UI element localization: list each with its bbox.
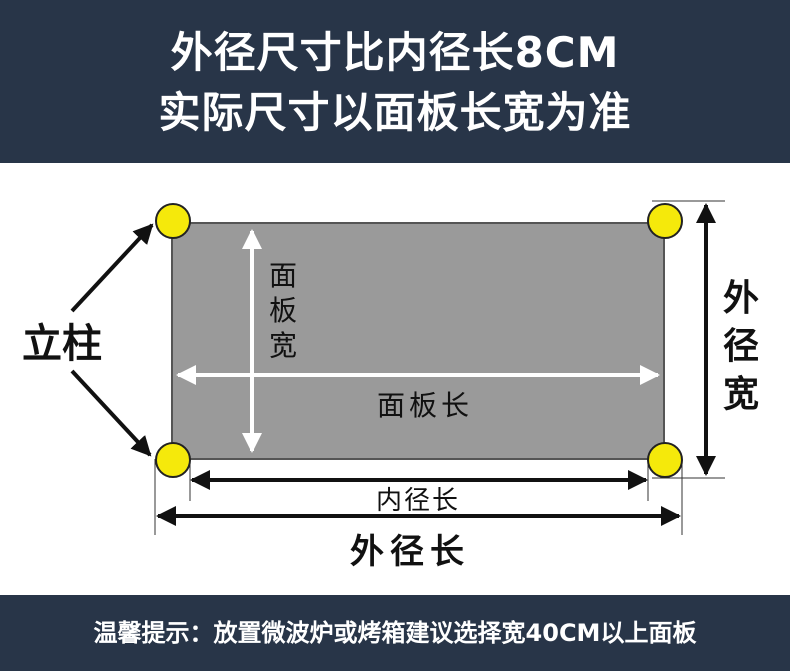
header-banner: 外径尺寸比内径长8CM 实际尺寸以面板长宽为准	[0, 0, 790, 163]
panel-rectangle	[171, 222, 665, 460]
panel-width-label-3: 宽	[269, 329, 297, 362]
pillar-bottom-right	[647, 442, 683, 478]
outer-width-label-2: 径	[723, 325, 759, 367]
header-title-line2: 实际尺寸以面板长宽为准	[158, 88, 632, 137]
footer-banner: 温馨提示：放置微波炉或烤箱建议选择宽40CM以上面板	[0, 595, 790, 671]
inner-length-label: 内径长	[376, 486, 460, 516]
footer-tip: 温馨提示：放置微波炉或烤箱建议选择宽40CM以上面板	[93, 619, 697, 647]
panel-length-label: 面板长	[377, 389, 473, 422]
pillar-arrow-top	[70, 223, 154, 313]
outer-length-label: 外径长	[350, 532, 470, 572]
pillar-bottom-left	[155, 442, 191, 478]
outer-width-label-1: 外	[723, 277, 759, 319]
pillar-label: 立柱	[22, 320, 102, 367]
diagram-svg: 面 板 宽 面板长 内径长 外径长 外 径 宽 立柱	[22, 200, 759, 572]
pillar-arrow-bottom	[70, 369, 152, 457]
header-title-line1: 外径尺寸比内径长8CM	[170, 28, 620, 77]
panel-width-label-2: 板	[269, 294, 297, 327]
outer-width-label-3: 宽	[723, 373, 759, 415]
panel-width-label-1: 面	[269, 259, 297, 292]
pillar-top-right	[647, 203, 683, 239]
dimension-diagram: 面 板 宽 面板长 内径长 外径长 外 径 宽 立柱	[0, 163, 790, 595]
pillar-top-left	[155, 203, 191, 239]
